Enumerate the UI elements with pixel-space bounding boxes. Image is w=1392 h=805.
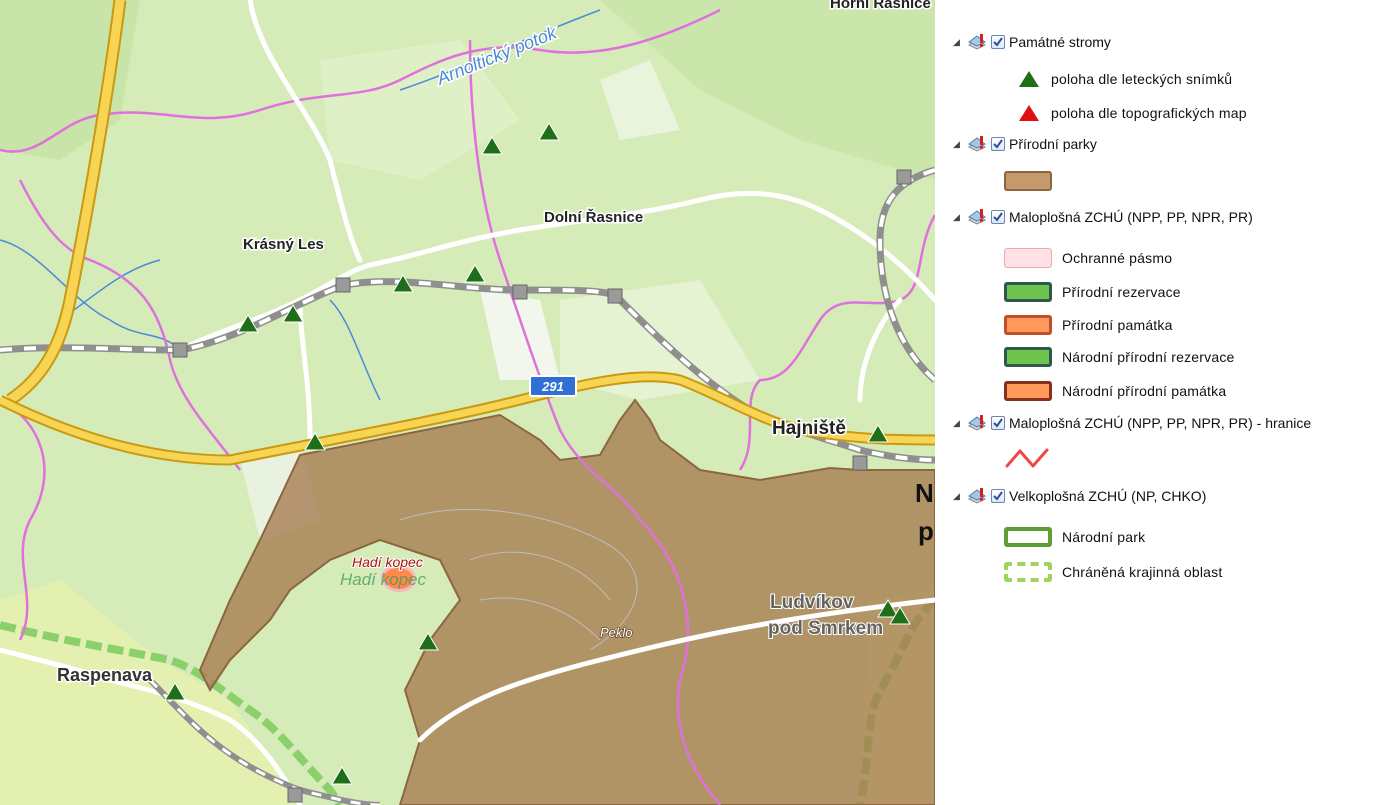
symbol-label: Národní park [1062, 529, 1146, 545]
collapse-triangle-icon[interactable]: ◢ [953, 36, 960, 47]
legend-symbol-row: Přírodní rezervace [1004, 280, 1181, 304]
label-hadi-kopec-peak: Hadí kopec [340, 570, 426, 589]
legend-symbol-row: Národní přírodní památka [1004, 379, 1226, 403]
nature-park-area[interactable] [198, 398, 935, 805]
layer-label: Velkoplošná ZCHÚ (NP, CHKO) [1009, 488, 1207, 504]
label-hadi-kopec-reserve: Hadí kopec [352, 554, 423, 570]
symbol-label: poloha dle topografických map [1051, 105, 1247, 121]
collapse-triangle-icon[interactable]: ◢ [953, 138, 960, 149]
label-pod-smrkem: pod Smrkem [768, 618, 883, 639]
checkmark-icon [993, 418, 1003, 428]
legend-symbol-row: Národní přírodní rezervace [1004, 345, 1235, 369]
tree-marker [282, 304, 304, 323]
railway-stations [172, 169, 912, 803]
streams [0, 9, 601, 401]
layer-row-maloplosna-zchu: ◢ Maloplošná ZCHÚ (NPP, PP, NPR, PR) [953, 206, 1253, 228]
label-ludvikov: Ludvíkov [770, 592, 854, 613]
symbol-label: Přírodní památka [1062, 317, 1173, 333]
label-partial-p: p [918, 516, 934, 546]
legend-symbol-row: Ochranné pásmo [1004, 246, 1172, 270]
tree-marker [304, 432, 326, 451]
symbol-label: Ochranné pásmo [1062, 250, 1173, 266]
red-triangle-icon [1019, 105, 1039, 121]
green-triangle-icon [1019, 71, 1039, 87]
legend-symbol-row: Chráněná krajinná oblast [1004, 560, 1222, 584]
layer-checkbox-pamatne-stromy[interactable] [991, 35, 1005, 49]
checkmark-icon [993, 139, 1003, 149]
road-shield-label: 291 [541, 379, 564, 394]
layer-info-icon[interactable] [967, 414, 989, 432]
tree-marker [417, 632, 439, 651]
layer-checkbox-prirodni-parky[interactable] [991, 137, 1005, 151]
narodni-prirodni-rezervace-swatch [1004, 347, 1052, 367]
layer-checkbox-velkoplosna-zchu[interactable] [991, 489, 1005, 503]
collapse-triangle-icon[interactable]: ◢ [953, 211, 960, 222]
label-horni-rasnice: Horní Řasnice [830, 0, 931, 12]
tree-marker [889, 606, 911, 625]
layer-info-icon[interactable] [967, 487, 989, 505]
symbol-label: Národní přírodní rezervace [1062, 349, 1235, 365]
label-hajniste: Hajniště [772, 418, 846, 439]
prirodni-pamatka-swatch [1004, 315, 1052, 335]
ochranne-pasmo-swatch [1004, 248, 1052, 268]
checkmark-icon [993, 212, 1003, 222]
collapse-triangle-icon[interactable]: ◢ [953, 417, 960, 428]
label-krasny-les: Krásný Les [243, 236, 324, 253]
layer-checkbox-maloplosna-zchu-hranice[interactable] [991, 416, 1005, 430]
layer-label: Přírodní parky [1009, 136, 1097, 152]
layer-label: Maloplošná ZCHÚ (NPP, PP, NPR, PR) - hra… [1009, 415, 1312, 431]
tree-marker [481, 136, 503, 155]
narodni-prirodni-pamatka-swatch [1004, 381, 1052, 401]
chko-dashed-swatch [1004, 562, 1052, 582]
national-park-swatch [1004, 527, 1052, 547]
legend-panel: ◢ Památné stromy poloha dle leteckých sn… [935, 0, 1392, 805]
layer-info-icon[interactable] [967, 33, 989, 51]
layer-row-maloplosna-zchu-hranice: ◢ Maloplošná ZCHÚ (NPP, PP, NPR, PR) - h… [953, 412, 1311, 434]
legend-symbol-row: Přírodní památka [1004, 313, 1173, 337]
layer-info-icon[interactable] [967, 208, 989, 226]
tree-marker [392, 274, 414, 293]
checkmark-icon [993, 491, 1003, 501]
checkmark-icon [993, 37, 1003, 47]
tree-marker [877, 599, 899, 618]
tree-marker [164, 682, 186, 701]
map-canvas[interactable]: 291 Krásný Les Dolní Řasnice Hajniště Ra… [0, 0, 935, 805]
collapse-triangle-icon[interactable]: ◢ [953, 490, 960, 501]
map-view[interactable]: 291 Krásný Les Dolní Řasnice Hajniště Ra… [0, 0, 935, 805]
layer-row-velkoplosna-zchu: ◢ Velkoplošná ZCHÚ (NP, CHKO) [953, 485, 1206, 507]
legend-symbol-row: poloha dle topografických map [1017, 101, 1247, 125]
label-partial-n: N [915, 478, 934, 508]
legend-symbol-row [1004, 169, 1062, 193]
layer-label: Památné stromy [1009, 34, 1111, 50]
prirodni-rezervace-swatch [1004, 282, 1052, 302]
tree-marker [331, 766, 353, 785]
symbol-label: poloha dle leteckých snímků [1051, 71, 1233, 87]
memorial-tree-markers [164, 122, 911, 785]
tree-marker [867, 424, 889, 443]
brown-fill-swatch [1004, 171, 1052, 191]
tree-marker [464, 264, 486, 283]
red-zigzag-line-icon [1005, 448, 1049, 468]
label-peklo: Peklo [600, 625, 633, 640]
layer-info-icon[interactable] [967, 135, 989, 153]
symbol-label: Chráněná krajinná oblast [1062, 564, 1223, 580]
layer-checkbox-maloplosna-zchu[interactable] [991, 210, 1005, 224]
label-raspenava: Raspenava [57, 665, 153, 685]
hadi-kopec-reserve[interactable] [380, 565, 416, 592]
legend-symbol-row: Národní park [1004, 525, 1145, 549]
label-dolni-rasnice: Dolní Řasnice [544, 208, 643, 226]
symbol-label: Přírodní rezervace [1062, 284, 1181, 300]
legend-symbol-row [1004, 446, 1060, 470]
layer-row-prirodni-parky: ◢ Přírodní parky [953, 133, 1097, 155]
legend-symbol-row: poloha dle leteckých snímků [1017, 67, 1232, 91]
local-roads-thin [399, 509, 638, 651]
road-shield-291: 291 [529, 375, 577, 397]
symbol-label: Národní přírodní památka [1062, 383, 1227, 399]
tree-marker [237, 314, 259, 333]
layer-row-pamatne-stromy: ◢ Památné stromy [953, 31, 1111, 53]
layer-label: Maloplošná ZCHÚ (NPP, PP, NPR, PR) [1009, 209, 1253, 225]
tree-marker [538, 122, 560, 141]
